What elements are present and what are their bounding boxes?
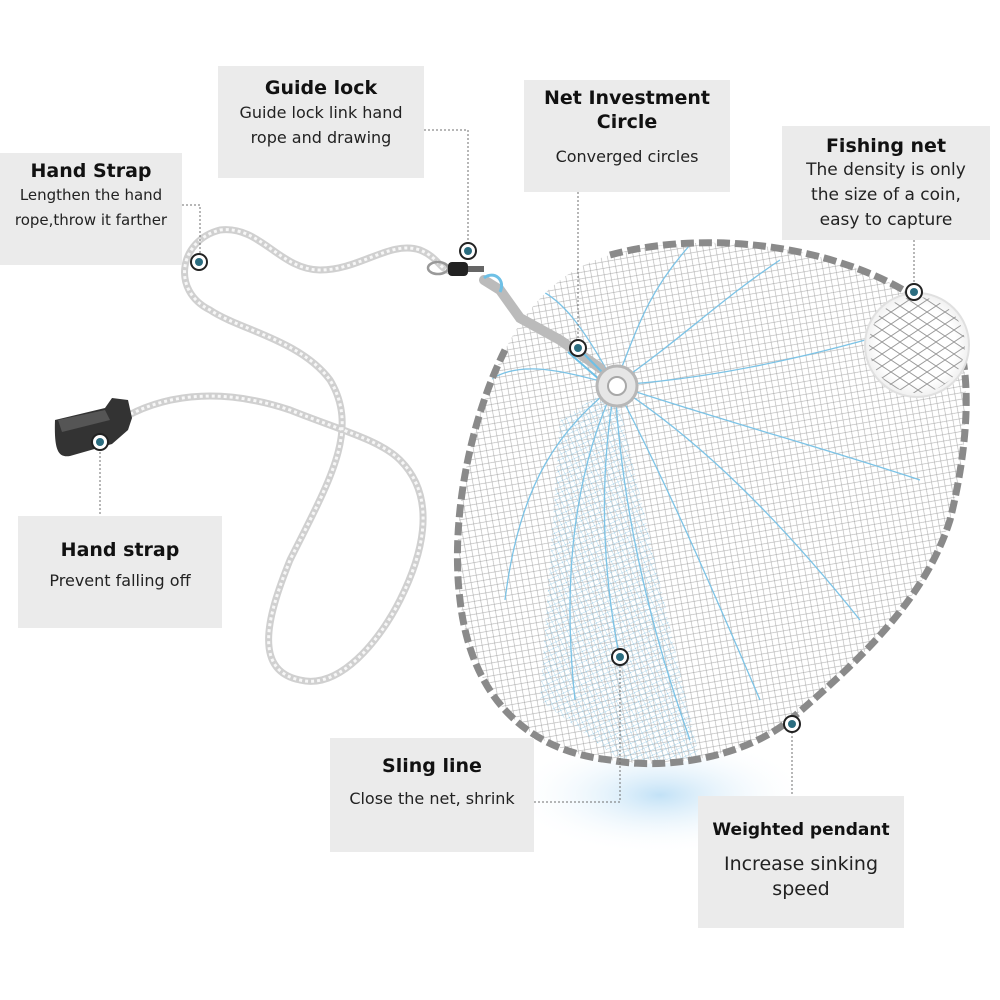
callout-description: Converged circles <box>524 144 730 169</box>
hand-strap-clip <box>54 398 132 457</box>
description-line: Close the net, shrink <box>349 789 515 808</box>
callout-description: Prevent falling off <box>18 568 222 593</box>
leader-lines <box>99 129 915 803</box>
callout-hand-strap-top: Hand Strap Lengthen the hand rope,throw … <box>0 153 182 265</box>
callout-title: Hand Strap <box>30 160 152 182</box>
callout-description: Lengthen the hand rope,throw it farther <box>0 183 182 233</box>
callout-weighted-pendant: Weighted pendant Increase sinking speed <box>698 796 904 928</box>
callout-description: The density is only the size of a coin, … <box>782 158 990 233</box>
description-line: easy to capture <box>819 210 953 230</box>
callout-net-investment-circle: Net Investment Circle Converged circles <box>524 80 730 192</box>
callout-title: Weighted pendant <box>712 820 890 840</box>
callout-title: Hand strap <box>60 539 180 561</box>
callout-title: Sling line <box>382 755 482 777</box>
callout-fishing-net: Fishing net The density is only the size… <box>782 126 990 240</box>
marker-net-circle <box>569 339 587 357</box>
callout-title: Net Investment Circle <box>524 86 730 134</box>
callout-markers <box>91 242 923 733</box>
marker-hand-strap-top <box>190 253 208 271</box>
description-line: Lengthen the hand <box>19 186 163 204</box>
marker-hand-strap-bottom <box>91 433 109 451</box>
title-line: Circle <box>596 111 658 133</box>
description-line: Increase sinking <box>723 853 879 875</box>
description-line: rope and drawing <box>250 128 392 147</box>
callout-title: Fishing net <box>825 135 947 157</box>
marker-sling-line <box>611 648 629 666</box>
marker-fishing-net <box>905 283 923 301</box>
description-line: The density is only <box>806 160 966 180</box>
callout-sling-line: Sling line Close the net, shrink <box>330 738 534 852</box>
description-line: Converged circles <box>555 147 699 166</box>
callout-hand-strap-bottom: Hand strap Prevent falling off <box>18 516 222 628</box>
description-line: rope,throw it farther <box>14 211 168 229</box>
description-line: Guide lock link hand <box>239 103 403 122</box>
description-line: speed <box>772 878 830 900</box>
description-line: Prevent falling off <box>49 571 191 590</box>
description-line: the size of a coin, <box>811 185 961 205</box>
title-line: Net Investment <box>543 87 711 109</box>
callout-description: Increase sinking speed <box>698 852 904 902</box>
marker-guide-lock <box>459 242 477 260</box>
marker-weighted-pendant <box>783 715 801 733</box>
callout-guide-lock: Guide lock Guide lock link hand rope and… <box>218 66 424 178</box>
callout-title: Guide lock <box>264 77 378 99</box>
callout-description: Close the net, shrink <box>330 786 534 811</box>
net-investment-circle <box>595 364 639 408</box>
coin-zoom-detail <box>864 292 970 398</box>
callout-description: Guide lock link hand rope and drawing <box>218 100 424 150</box>
sling-lines <box>489 244 921 741</box>
